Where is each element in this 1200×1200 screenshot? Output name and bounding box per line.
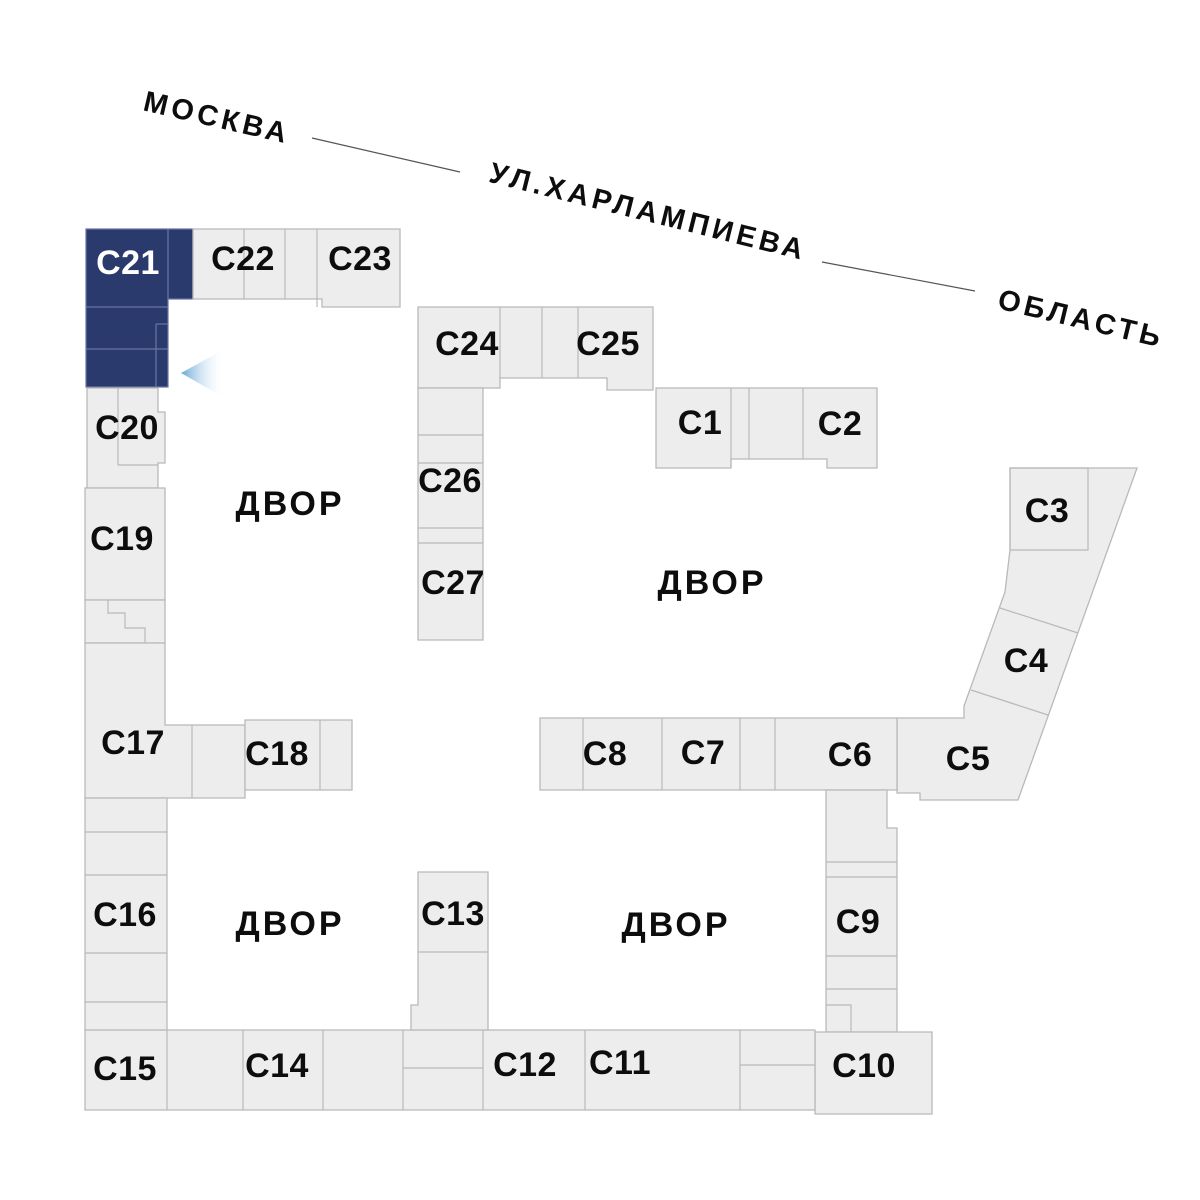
street-annotation: МОСКВА УЛ.ХАРЛАМПИЕВА ОБЛАСТЬ	[140, 86, 1167, 355]
building-c22-c23-block[interactable]	[192, 228, 401, 308]
label-c12: С12	[493, 1046, 557, 1084]
label-c8: С8	[583, 735, 627, 773]
courtyard-label-top-left: ДВОР	[235, 485, 344, 523]
courtyard-label-bottom-right: ДВОР	[621, 906, 730, 944]
label-c13: С13	[421, 895, 485, 933]
courtyard-label-bottom-left: ДВОР	[235, 905, 344, 943]
label-c14: С14	[245, 1047, 309, 1085]
buildings-layer	[84, 228, 1138, 1115]
label-c2: С2	[818, 405, 862, 443]
label-c11: С11	[589, 1044, 651, 1082]
label-c7: С7	[681, 734, 725, 772]
building-labels: С21 С22 С23 С24 С25 С26 С27 С1 С2 С3 С4 …	[90, 240, 1069, 1088]
label-c20: С20	[95, 409, 159, 447]
label-c24: С24	[435, 325, 499, 363]
building-c18[interactable]	[244, 719, 353, 791]
building-c3-c4-c5-strip[interactable]	[896, 467, 1138, 801]
label-c10: С10	[832, 1047, 896, 1085]
street-label-oblast: ОБЛАСТЬ	[995, 284, 1168, 355]
label-c23: С23	[328, 240, 392, 278]
label-c5: С5	[946, 740, 990, 778]
c26-c27-dividers	[418, 434, 483, 544]
building-bottom-row[interactable]	[84, 1029, 816, 1111]
label-c4: С4	[1004, 642, 1048, 680]
label-c9: С9	[836, 903, 880, 941]
label-c16: С16	[93, 896, 157, 934]
label-c21: С21	[96, 244, 160, 282]
c22-c23-dividers	[243, 229, 318, 307]
building-c17[interactable]	[84, 642, 246, 799]
c3-c4-c5-dividers	[970, 467, 1089, 716]
c16-dividers	[85, 831, 167, 1003]
c20-dividers	[117, 388, 158, 466]
street-line-left	[311, 137, 461, 173]
courtyard-labels: ДВОР ДВОР ДВОР ДВОР	[235, 485, 766, 944]
c9-dividers	[826, 861, 897, 1032]
label-c6: С6	[828, 736, 872, 774]
street-label-moskva: МОСКВА	[140, 86, 293, 151]
building-c6-c7-c8-row[interactable]	[539, 717, 898, 791]
street-line-right	[821, 261, 976, 292]
bottom-row-dividers	[166, 1030, 815, 1110]
street-label-kharlampieva: УЛ.ХАРЛАМПИЕВА	[486, 157, 810, 267]
c1-c2-dividers	[730, 388, 804, 468]
label-c15: С15	[93, 1050, 157, 1088]
label-c25: С25	[576, 325, 640, 363]
label-c22: С22	[211, 240, 275, 278]
stair-section-steps	[107, 600, 146, 643]
selected-building-pointer-icon	[181, 350, 223, 397]
label-c19: С19	[90, 520, 154, 558]
building-c21-highlighted[interactable]	[85, 228, 194, 388]
c6-c7-c8-dividers	[582, 718, 776, 790]
courtyard-label-top-right: ДВОР	[657, 564, 766, 602]
building-c13[interactable]	[410, 871, 489, 1031]
label-c26: С26	[418, 462, 482, 500]
label-c18: С18	[245, 735, 309, 773]
label-c27: С27	[421, 564, 485, 602]
label-c1: С1	[678, 404, 722, 442]
label-c17: С17	[101, 724, 165, 762]
building-c26-c27-column[interactable]	[417, 387, 484, 641]
label-c3: С3	[1025, 492, 1069, 530]
c24-c25-dividers	[499, 307, 579, 378]
building-c1-c2-block[interactable]	[655, 387, 878, 469]
building-c21-section-dividers	[86, 229, 169, 387]
